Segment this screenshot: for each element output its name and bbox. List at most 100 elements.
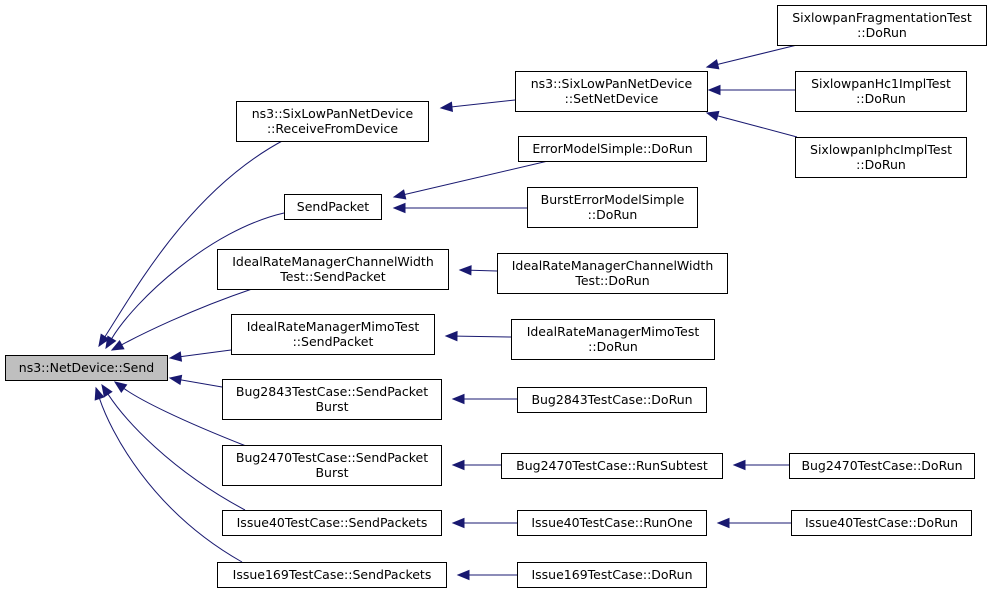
node-box [795, 137, 967, 178]
node-box [527, 187, 698, 228]
edge-bug2470_subtest-to-bug2470_send [451, 459, 501, 471]
arrowhead-icon [707, 84, 721, 96]
arrowhead-icon [456, 569, 470, 581]
node-receive-from-device[interactable]: ns3::SixLowPanNetDevice::ReceiveFromDevi… [236, 101, 429, 142]
edge-error_model_simple-to-send_packet [392, 160, 549, 200]
arrowhead-icon [451, 393, 465, 405]
edge-line [107, 393, 246, 511]
arrowhead-icon [392, 189, 407, 200]
arrowhead-icon [705, 110, 720, 122]
node-box [217, 249, 449, 290]
node-bug2843-run[interactable]: Bug2843TestCase::DoRun [517, 387, 707, 413]
node-box [777, 5, 987, 46]
node-box [515, 71, 708, 112]
edge-issue40_run-to-issue40_one [716, 517, 791, 529]
node-issue169-send[interactable]: Issue169TestCase::SendPackets [217, 562, 447, 588]
node-ideal-mimo-send[interactable]: IdealRateManagerMimoTest::SendPacket [231, 314, 435, 355]
node-ideal-mimo-run[interactable]: IdealRateManagerMimoTest::DoRun [511, 319, 715, 360]
node-box [795, 71, 967, 112]
edge-line [99, 398, 243, 563]
edge-line [104, 139, 285, 338]
node-label: Test::DoRun [574, 273, 649, 288]
node-label: Bug2470TestCase::DoRun [801, 458, 962, 473]
node-label: ::DoRun [857, 25, 907, 40]
edge-ideal_cw_send-to-root [110, 288, 253, 351]
node-label: SendPacket [297, 199, 369, 214]
edge-ideal_mimo_run-to-ideal_mimo_send [444, 330, 512, 342]
arrowhead-icon [168, 374, 183, 386]
node-issue169-run[interactable]: Issue169TestCase::DoRun [517, 562, 707, 588]
edge-hc1_test-to-set_net_device [707, 84, 795, 96]
edge-burst_error_model-to-send_packet [392, 202, 527, 214]
node-label: Test::SendPacket [279, 269, 386, 284]
edge-line [111, 212, 285, 339]
edge-set_net_device-to-receive_from_device [439, 99, 516, 112]
node-frag-test[interactable]: SixlowpanFragmentationTest::DoRun [777, 5, 987, 46]
node-label: Bug2843TestCase::DoRun [531, 392, 692, 407]
node-label: Burst [315, 399, 348, 414]
arrowhead-icon [168, 351, 183, 362]
node-issue40-run[interactable]: Issue40TestCase::DoRun [791, 510, 972, 536]
node-box [517, 387, 707, 413]
node-hc1-test[interactable]: SixlowpanHc1ImplTest::DoRun [795, 71, 967, 112]
node-label: ns3::SixLowPanNetDevice [252, 106, 414, 121]
arrowhead-icon [732, 459, 746, 471]
node-box [222, 379, 442, 420]
node-root[interactable]: ns3::NetDevice::Send [5, 355, 168, 381]
edge-receive_from_device-to-root [98, 139, 285, 348]
edge-bug2470_run-to-bug2470_subtest [732, 459, 789, 471]
node-label: Bug2470TestCase::RunSubtest [516, 458, 708, 473]
node-burst-error-model[interactable]: BurstErrorModelSimple::DoRun [527, 187, 698, 228]
node-label: ::DoRun [856, 157, 906, 172]
edge-line [451, 99, 516, 108]
node-label: ::DoRun [588, 339, 638, 354]
node-label: IdealRateManagerChannelWidth [232, 254, 434, 269]
edge-issue169_send-to-root [94, 386, 243, 563]
node-box [217, 562, 447, 588]
node-label: ::DoRun [588, 207, 638, 222]
node-box [501, 453, 723, 479]
arrowhead-icon [105, 335, 117, 350]
node-label: Issue169TestCase::SendPackets [233, 567, 432, 582]
node-set-net-device[interactable]: ns3::SixLowPanNetDevice::SetNetDevice [515, 71, 708, 112]
arrowhead-icon [101, 383, 113, 398]
node-box [284, 194, 382, 220]
edge-frag_test-to-set_net_device [705, 44, 798, 70]
node-box [789, 453, 975, 479]
node-label: Issue169TestCase::DoRun [531, 567, 692, 582]
arrowhead-icon [705, 59, 720, 70]
node-label: ns3::SixLowPanNetDevice [531, 76, 693, 91]
node-ideal-cw-send[interactable]: IdealRateManagerChannelWidthTest::SendPa… [217, 249, 449, 290]
arrowhead-icon [458, 265, 472, 276]
edge-line [123, 388, 247, 447]
node-label: ErrorModelSimple::DoRun [532, 141, 692, 156]
node-box [517, 510, 707, 536]
node-label: IdealRateManagerMimoTest [527, 324, 700, 339]
node-label: Issue40TestCase::RunOne [531, 515, 693, 530]
edge-line [180, 379, 223, 388]
node-error-model-simple[interactable]: ErrorModelSimple::DoRun [518, 136, 707, 162]
arrowhead-icon [444, 330, 458, 342]
node-label: SixlowpanHc1ImplTest [811, 76, 951, 91]
node-bug2470-subtest[interactable]: Bug2470TestCase::RunSubtest [501, 453, 723, 479]
node-send-packet[interactable]: SendPacket [284, 194, 382, 220]
node-label: ::SetNetDevice [565, 91, 659, 106]
node-box [5, 355, 168, 381]
node-box [511, 319, 715, 360]
arrowhead-icon [451, 459, 465, 471]
edge-bug2843_send-to-root [168, 374, 223, 388]
node-label: Bug2470TestCase::SendPacket [236, 450, 428, 465]
node-label: SixlowpanIphcImplTest [810, 142, 952, 157]
arrowhead-icon [94, 386, 105, 401]
node-label: Burst [315, 465, 348, 480]
edge-ideal_cw_run-to-ideal_cw_send [458, 265, 498, 276]
node-issue40-send[interactable]: Issue40TestCase::SendPackets [222, 510, 442, 536]
node-iphc-test[interactable]: SixlowpanIphcImplTest::DoRun [795, 137, 967, 178]
node-issue40-one[interactable]: Issue40TestCase::RunOne [517, 510, 707, 536]
edge-bug2843_run-to-bug2843_send [451, 393, 517, 405]
node-bug2470-run[interactable]: Bug2470TestCase::DoRun [789, 453, 975, 479]
